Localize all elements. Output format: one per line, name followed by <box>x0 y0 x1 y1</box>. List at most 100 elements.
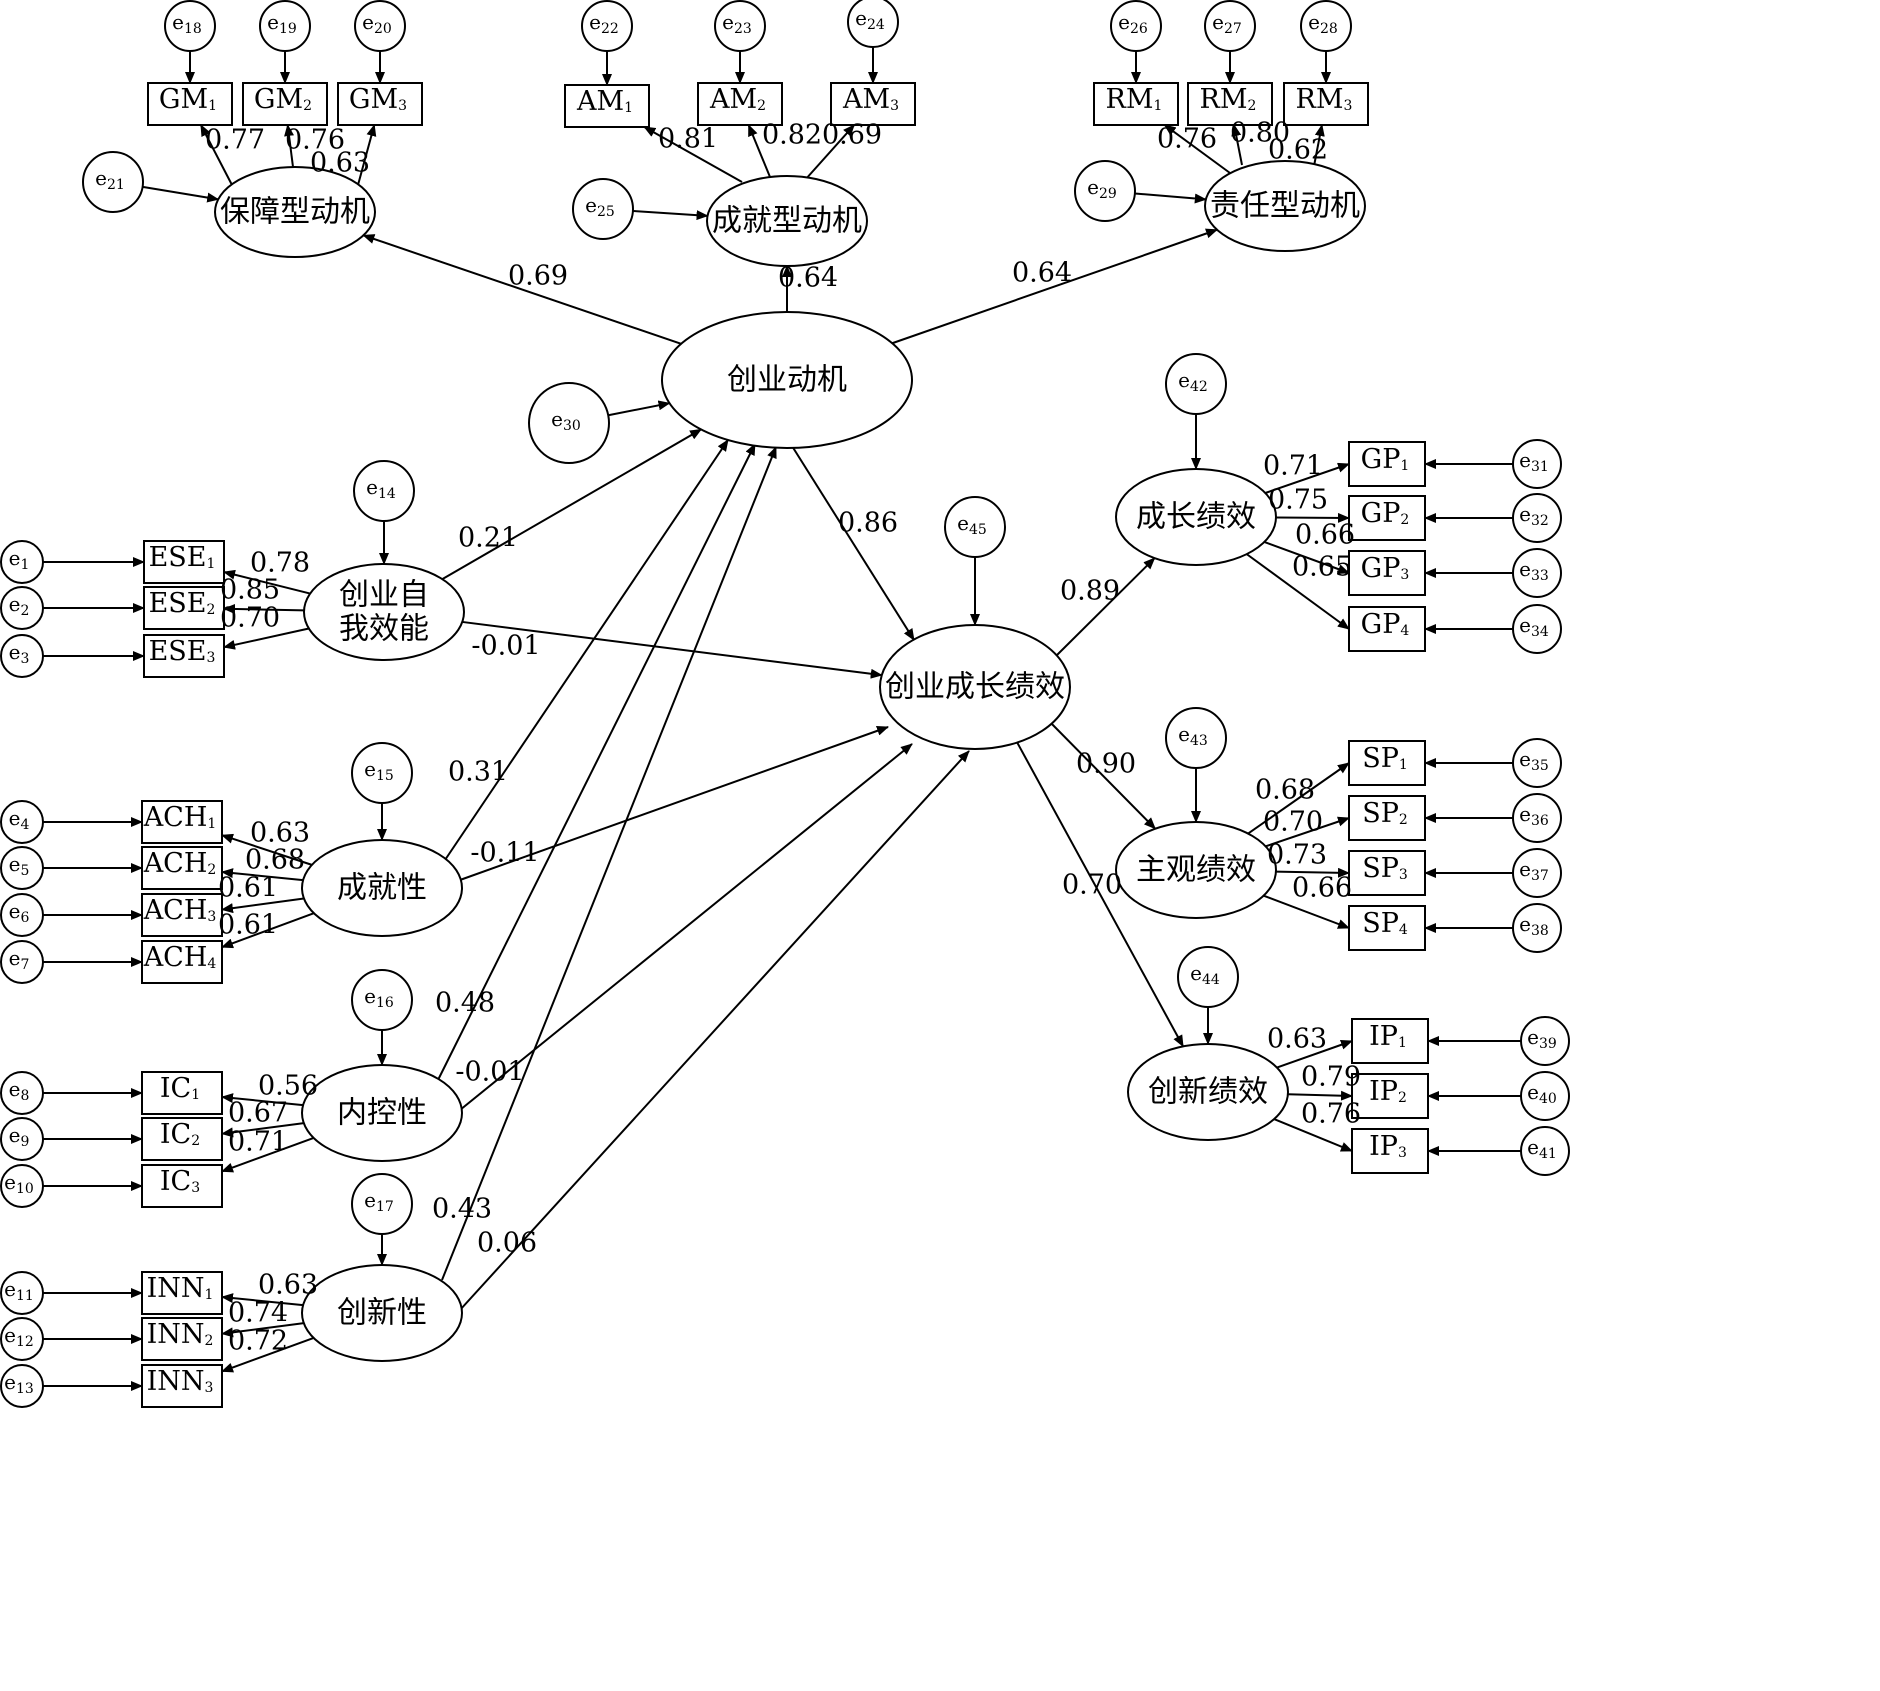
error-node-e27: e27 <box>1204 0 1256 52</box>
disturbance-arrow-gm <box>142 185 220 203</box>
indicator-ACH4: ACH4 <box>141 940 223 984</box>
error-node-e18: e18 <box>164 0 216 52</box>
error-node-e2-label: e2 <box>9 592 30 619</box>
indicator-GM3: GM3 <box>337 82 423 126</box>
error-node-e25: e25 <box>572 178 634 240</box>
coef-paths-motive_perf: 0.86 <box>838 508 898 539</box>
coef-loadings-ese-2: 0.70 <box>220 603 280 634</box>
error-node-e40: e40 <box>1520 1071 1570 1121</box>
latent-inn: 创新性 <box>301 1264 463 1362</box>
indicator-IC2: IC2 <box>141 1117 223 1161</box>
error-node-e31: e31 <box>1512 439 1562 489</box>
coef-paths-motive_am: 0.64 <box>778 263 838 294</box>
error-node-e11: e11 <box>0 1271 44 1315</box>
latent-perf-label: 创业成长绩效 <box>885 670 1065 705</box>
indicator-GP4: GP4 <box>1348 606 1426 652</box>
indicator-RM1: RM1 <box>1093 82 1179 126</box>
loading-arrow-RM3 <box>1313 124 1325 167</box>
loading-arrow-RM2 <box>1231 124 1243 166</box>
indicator-RM3-label: RM3 <box>1296 84 1353 115</box>
indicator-ACH1-label: ACH1 <box>143 802 217 833</box>
indicator-ESE3-label: ESE3 <box>149 636 216 667</box>
coef-loadings-ach-2: 0.61 <box>218 873 278 904</box>
error-node-e3-label: e3 <box>9 640 30 667</box>
loading-arrow-INN1 <box>221 1293 304 1307</box>
coef-paths-inn_motive: 0.43 <box>432 1194 492 1225</box>
latent-ip-label: 创新绩效 <box>1148 1075 1268 1110</box>
error-node-e33: e33 <box>1512 548 1562 598</box>
coef-loadings-ese-0: 0.78 <box>250 548 310 579</box>
error-node-e39: e39 <box>1520 1016 1570 1066</box>
error-node-e15-label: e15 <box>364 757 394 784</box>
loading-arrow-INN3 <box>221 1337 314 1373</box>
error-node-e11-label: e11 <box>4 1277 34 1304</box>
indicator-GM3-label: GM3 <box>349 84 407 115</box>
indicator-AM3: AM3 <box>830 82 916 126</box>
path-arrow-perf-sp <box>1044 716 1156 830</box>
coef-loadings-ic-0: 0.56 <box>258 1071 318 1102</box>
indicator-RM2: RM2 <box>1187 82 1273 126</box>
error-node-e4: e4 <box>0 800 44 844</box>
coef-loadings-gp-3: 0.65 <box>1292 552 1352 583</box>
error-node-e8-label: e8 <box>9 1077 30 1104</box>
error-node-e26: e26 <box>1110 0 1162 52</box>
coef-paths-ic_perf: -0.01 <box>455 1057 524 1088</box>
latent-gp-label: 成长绩效 <box>1136 500 1256 535</box>
coef-loadings-gm-0: 0.77 <box>205 125 265 156</box>
indicator-SP4-label: SP4 <box>1362 908 1408 939</box>
latent-am-label: 成就型动机 <box>712 204 862 239</box>
error-node-e36-label: e36 <box>1519 802 1549 829</box>
error-node-e1: e1 <box>0 540 44 584</box>
error-node-e5-label: e5 <box>9 852 30 879</box>
indicator-AM1: AM1 <box>564 84 650 128</box>
indicator-RM1-label: RM1 <box>1106 84 1163 115</box>
latent-sp-label: 主观绩效 <box>1136 853 1256 888</box>
loading-arrow-ACH1 <box>221 833 313 866</box>
loading-arrow-GM2 <box>284 124 295 168</box>
error-node-e17: e17 <box>351 1173 413 1235</box>
indicator-INN1: INN1 <box>141 1271 223 1315</box>
loading-arrow-AM1 <box>643 126 743 183</box>
error-node-e29-label: e29 <box>1087 175 1117 202</box>
indicator-SP3-label: SP3 <box>1362 853 1408 884</box>
indicator-GP4-label: GP4 <box>1361 609 1410 640</box>
error-node-e42-label: e42 <box>1178 368 1208 395</box>
arrows-layer <box>43 47 1521 1391</box>
error-node-e1-label: e1 <box>9 546 30 573</box>
indicator-GP1-label: GP1 <box>1361 444 1410 475</box>
latent-ach-label: 成就性 <box>337 871 427 906</box>
error-node-e38: e38 <box>1512 903 1562 953</box>
error-node-e39-label: e39 <box>1527 1025 1557 1052</box>
latent-rm-label: 责任型动机 <box>1210 189 1360 224</box>
latent-ese-label-line: 我效能 <box>339 612 429 647</box>
coef-paths-ach_motive: 0.31 <box>448 757 508 788</box>
loading-arrow-IP2 <box>1287 1090 1353 1101</box>
indicator-IP3: IP3 <box>1351 1128 1429 1174</box>
disturbance-arrow-am <box>632 209 709 221</box>
error-node-e31-label: e31 <box>1519 448 1549 475</box>
error-node-e34-label: e34 <box>1519 613 1549 640</box>
error-node-e16: e16 <box>351 969 413 1031</box>
coef-loadings-sp-1: 0.70 <box>1263 807 1323 838</box>
indicator-INN3: INN3 <box>141 1364 223 1408</box>
path-arrow-inn-perf <box>459 750 970 1311</box>
error-node-e23-label: e23 <box>722 10 752 37</box>
indicator-ESE2-label: ESE2 <box>149 588 216 619</box>
coef-loadings-gm-2: 0.63 <box>310 148 370 179</box>
error-node-e44-label: e44 <box>1190 961 1220 988</box>
error-node-e32-label: e32 <box>1519 502 1549 529</box>
error-node-e9: e9 <box>0 1117 44 1161</box>
coef-loadings-inn-1: 0.74 <box>228 1298 288 1329</box>
error-node-e40-label: e40 <box>1527 1080 1557 1107</box>
indicator-IP3-label: IP3 <box>1369 1131 1407 1162</box>
error-node-e19: e19 <box>259 0 311 52</box>
indicator-GM2: GM2 <box>242 82 328 126</box>
coef-loadings-gp-2: 0.66 <box>1295 520 1355 551</box>
loading-arrow-ACH2 <box>221 868 304 882</box>
error-node-e14: e14 <box>353 460 415 522</box>
error-node-e6: e6 <box>0 893 44 937</box>
error-node-e42: e42 <box>1165 353 1227 415</box>
error-node-e28-label: e28 <box>1308 10 1338 37</box>
error-node-e9-label: e9 <box>9 1123 30 1150</box>
